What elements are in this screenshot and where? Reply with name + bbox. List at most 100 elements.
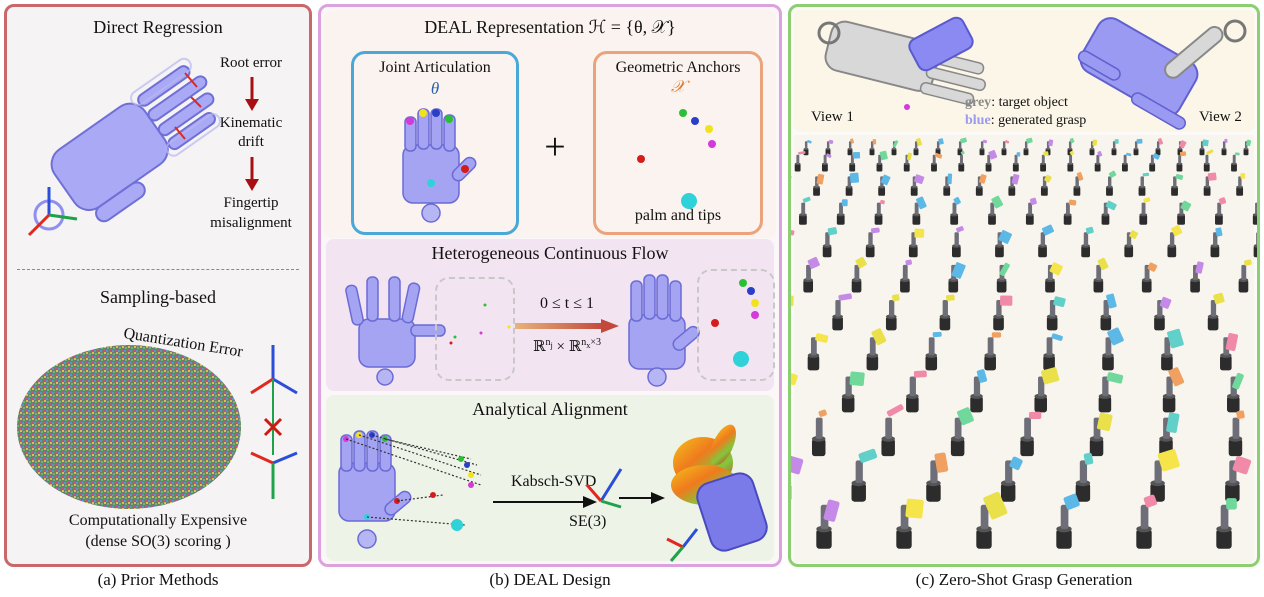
fingertip-misalignment-step-line1: Fingertip [223, 195, 279, 211]
grasp-stand [970, 369, 988, 413]
grasp-stand [995, 229, 1012, 258]
grasp-stand [1215, 197, 1227, 225]
grasp-stand [832, 293, 852, 331]
legend-blue: blue: generated grasp [965, 113, 1086, 129]
grasp-stand [836, 199, 848, 225]
grasp-stand [1089, 412, 1113, 457]
rotation-frames-icon [250, 345, 298, 499]
grasp-stand [803, 139, 812, 156]
grasp-stand [1043, 333, 1063, 371]
grasp-stand [935, 138, 944, 156]
grasp-stand [1124, 230, 1139, 258]
grasp-stand [1161, 328, 1184, 371]
regressed-hand-illustration [27, 57, 221, 237]
grasp-stand [1101, 200, 1117, 225]
grasp-stand [1000, 456, 1023, 502]
target-anchor-box [697, 269, 775, 381]
grasp-stand [1155, 137, 1164, 156]
grasp-stand [1106, 170, 1117, 196]
grasp-stand [1167, 224, 1183, 258]
direct-regression-title: Direct Regression [93, 17, 223, 37]
grasp-stand [1228, 410, 1245, 457]
grasp-stand [885, 294, 900, 331]
grasp-stand [948, 262, 966, 293]
deal-representation-title: DEAL Representation ℋ = {θ, 𝒳} [424, 17, 676, 37]
view1-label: View 1 [811, 109, 854, 125]
grasp-stand [1139, 197, 1151, 225]
grasp-stand [984, 332, 1002, 371]
grasp-stand [825, 139, 834, 156]
grasp-stand [926, 452, 949, 502]
grasp-stand [896, 498, 924, 549]
grasp-stand [1227, 372, 1244, 413]
zero-shot-panel: View 1 grey: target object blue: generat… [788, 4, 1260, 567]
grasp-stand [1045, 262, 1063, 293]
view2-label: View 2 [1199, 109, 1242, 125]
grasp-stand [799, 196, 811, 225]
grasp-stand [988, 195, 1004, 225]
alignment-hand-illustration [338, 430, 482, 549]
grasp-stand [791, 295, 794, 307]
grasp-stand [1098, 372, 1124, 413]
grasp-stand [847, 138, 855, 156]
alignment-anchor-points [430, 456, 474, 531]
legend-grey-key: grey [965, 95, 992, 110]
grasp-stand [913, 137, 923, 156]
grasp-stand [1199, 139, 1209, 156]
view2-grasp-illustration [1077, 17, 1247, 130]
caption-zero-shot: (c) Zero-Shot Grasp Generation [915, 570, 1133, 589]
grasp-stand [1093, 257, 1109, 293]
grasp-stand [1008, 173, 1020, 196]
grasp-stand [1243, 139, 1252, 156]
grasp-stand [1025, 197, 1037, 225]
grasp-stand [908, 228, 925, 258]
se3-arrow [619, 492, 665, 504]
grasp-stand [950, 407, 974, 457]
grasp-stand [912, 196, 927, 225]
grasp-stand [1075, 452, 1094, 502]
grasp-stand [1221, 138, 1228, 156]
joint-articulation-box [351, 51, 519, 235]
grasp-stand [878, 174, 891, 196]
target-anchor-points [711, 279, 759, 367]
palm-and-tips-label: palm and tips [634, 207, 722, 224]
down-arrow-1 [245, 77, 259, 111]
grasp-stand [1040, 174, 1052, 196]
grasp-stand [1081, 226, 1094, 258]
grasp-stand [841, 371, 865, 413]
noise-anchor-box [435, 277, 515, 381]
caption-deal-design: (b) DEAL Design [489, 570, 611, 589]
grasp-stand [1100, 293, 1117, 331]
flow-arrow-icon [515, 319, 619, 333]
grasp-stand [910, 174, 925, 196]
section-divider [17, 269, 299, 270]
grasp-stand [876, 150, 888, 172]
joint-hand-illustration [402, 108, 477, 223]
grasp-stand [976, 491, 1008, 549]
grasp-stand [1231, 152, 1240, 172]
grasp-stand [1056, 493, 1080, 549]
grasp-stand [1040, 151, 1049, 172]
grasp-stand [1220, 333, 1239, 371]
grasp-stand [1203, 149, 1214, 172]
grasp-stand [1253, 232, 1257, 258]
grasp-stand [791, 455, 804, 500]
grasp-stand [975, 174, 987, 196]
noise-disk-icon [17, 345, 241, 509]
computationally-expensive-line1: Computationally Expensive [68, 512, 248, 529]
grasp-stand [1046, 296, 1066, 331]
grasp-stand [869, 139, 877, 156]
aligned-grasp-illustration [666, 424, 768, 562]
grasp-stand [1258, 153, 1260, 172]
flow-space-label: ℝnj × ℝnx×3 [532, 337, 602, 355]
grasp-stand [891, 140, 899, 156]
grasp-stand [1111, 139, 1119, 156]
grasp-stand [1001, 140, 1010, 156]
grasp-stand [925, 331, 942, 371]
geometric-anchors-box [593, 51, 763, 235]
grasp-stand [1023, 137, 1033, 156]
grasp-stand [874, 199, 885, 225]
grasp-stand [1176, 151, 1187, 172]
grasp-stand [816, 499, 840, 549]
plus-sign: + [544, 126, 566, 168]
